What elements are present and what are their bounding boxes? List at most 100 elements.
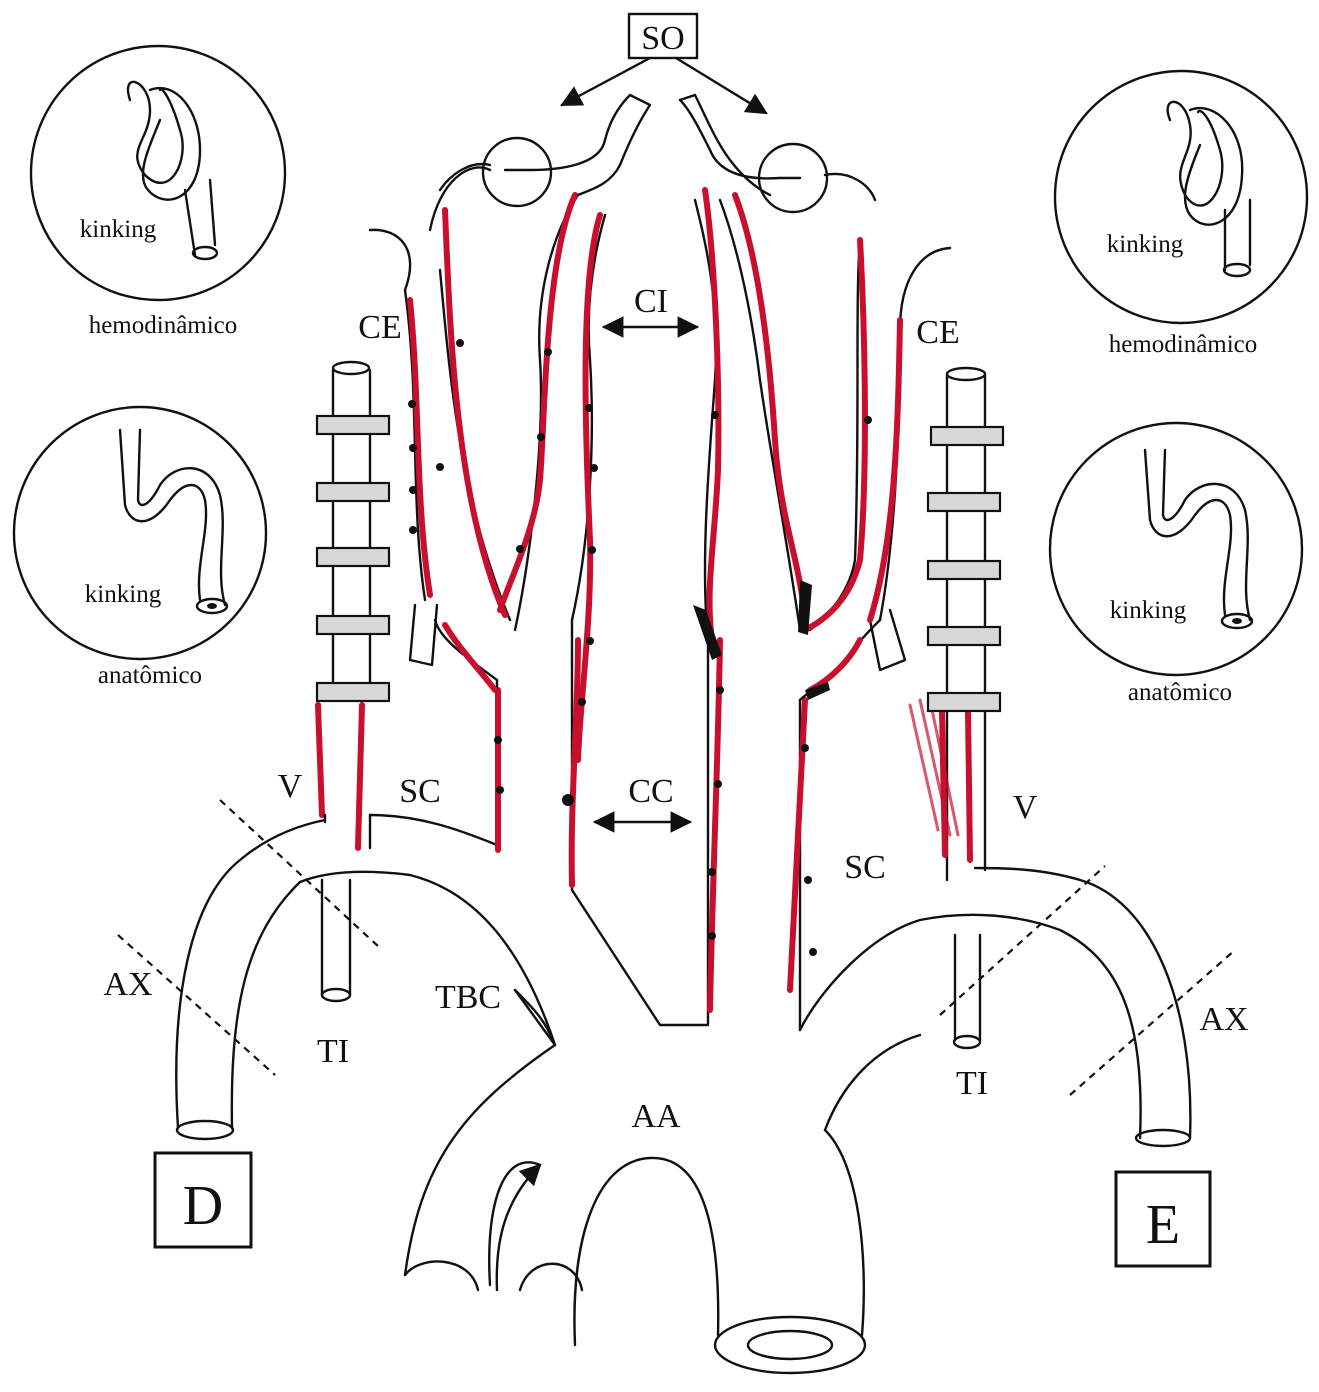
cc-trunk: [572, 640, 708, 1025]
e-carotid-branches: [680, 95, 950, 700]
kinking-hemo-left-tail: [185, 180, 215, 255]
cc-e-red-1: [710, 640, 720, 1010]
inset-top-left: kinking hemodinâmico: [31, 46, 285, 339]
so-arrow-right: [676, 58, 766, 113]
d-band-5: [317, 683, 389, 701]
d-vertebral-top: [333, 362, 369, 374]
ci-label: CI: [634, 283, 668, 320]
e-eca-inner: [810, 240, 860, 630]
inset-bl-caption: anatômico: [98, 662, 202, 689]
d-carotid-branches: [370, 95, 650, 760]
e-red-smudge: [910, 700, 958, 835]
d-axillary-inner: [232, 882, 300, 1128]
arch-outer-right-upper: [825, 1035, 920, 1130]
inset-bl-inner: kinking: [85, 581, 162, 608]
d-siphon-inner: [505, 95, 630, 170]
e-band-5: [928, 693, 1000, 711]
d-red-5: [445, 625, 495, 690]
e-ica-outer: [720, 200, 800, 630]
arch-outer-left: [405, 990, 555, 1275]
d-eca-hook: [370, 230, 410, 290]
ce-right-label: CE: [916, 314, 959, 351]
d-siphon-circle: [483, 138, 551, 206]
d-stump: [410, 605, 437, 665]
descending-aorta-lumen: [748, 1331, 832, 1359]
inset-bottom-left: kinking anatômico: [14, 407, 266, 689]
side-d-box: D: [155, 1153, 251, 1247]
tbc-label: TBC: [435, 979, 501, 1016]
coronary-right: [520, 1264, 582, 1290]
kinking-hemo-right-tail: [1225, 200, 1250, 270]
arch-inner: [574, 1158, 718, 1345]
d-red-2: [445, 210, 505, 615]
d-sc-inner: [300, 872, 555, 1045]
plaque-dots: [408, 339, 872, 956]
side-e-label: E: [1146, 1194, 1180, 1256]
d-band-4: [317, 616, 389, 634]
so-box-group: SO: [562, 14, 766, 113]
e-red-2: [805, 240, 865, 630]
d-band-2: [317, 483, 389, 501]
d-eca-top: [430, 168, 490, 231]
right-subclavian-group: [118, 362, 555, 1139]
e-band-2: [928, 493, 1000, 511]
d-band-3: [317, 548, 389, 566]
arch-tbc-junction: [515, 990, 555, 1045]
e-ti-vessel: [955, 935, 980, 1040]
d-red-3: [500, 195, 575, 610]
side-e-box: E: [1116, 1172, 1210, 1266]
e-stump: [870, 610, 905, 670]
ti-right-label: TI: [956, 1065, 988, 1102]
ce-left-label: CE: [358, 309, 401, 346]
d-vertebral-red: [318, 705, 362, 848]
inset-top-right: kinking hemodinâmico: [1055, 71, 1307, 358]
inset-tl-caption: hemodinâmico: [89, 312, 238, 339]
aortic-arch: [405, 990, 920, 1373]
e-axillary-outer: [975, 868, 1190, 1138]
sc-left-label: SC: [399, 773, 441, 810]
inset-bottom-right: kinking anatômico: [1050, 423, 1302, 706]
ax-right-label: AX: [1199, 1001, 1248, 1038]
v-left-label: V: [278, 768, 303, 805]
coronary-left: [405, 1261, 478, 1290]
e-band-4: [928, 627, 1000, 645]
d-sc-outer: [370, 690, 497, 845]
e-axillary-end: [1136, 1130, 1190, 1146]
side-d-label: D: [183, 1175, 223, 1237]
e-ophthalmic: [680, 95, 770, 195]
cc-label: CC: [628, 773, 673, 810]
so-label: SO: [641, 20, 684, 57]
sc-right-label: SC: [844, 849, 886, 886]
descending-aorta-end: [715, 1317, 865, 1373]
e-axillary-inner: [800, 915, 1141, 1138]
d-ti-end: [322, 989, 350, 1001]
d-vertebral-root: [325, 815, 370, 848]
ti-left-label: TI: [317, 1033, 349, 1070]
d-axillary-end: [177, 1121, 233, 1139]
aa-label: AA: [631, 1098, 681, 1135]
inset-br-caption: anatômico: [1128, 679, 1232, 706]
d-band-1: [317, 416, 389, 434]
e-band-3: [928, 561, 1000, 579]
e-dash-upper: [940, 866, 1105, 1015]
inset-tr-caption: hemodinâmico: [1109, 331, 1258, 358]
e-siphon-right: [825, 174, 875, 200]
e-red-1: [870, 320, 900, 620]
e-vertebral-top: [947, 368, 985, 380]
kinking-anat-right-shape: [1145, 450, 1250, 620]
e-ti-end: [954, 1036, 980, 1048]
kinking-anat-left-shape: [120, 430, 225, 605]
d-ophthalmic: [578, 95, 650, 195]
kinking-hemo-right-shape: [1168, 102, 1243, 225]
e-red-5: [810, 640, 860, 690]
e-siphon-inner: [680, 100, 800, 178]
e-red-3: [735, 195, 805, 620]
cc-e-outer-red: [790, 700, 805, 990]
v-right-label: V: [1013, 789, 1038, 826]
kinking-hemo-left-shape: [128, 82, 200, 200]
d-axillary-outer: [176, 820, 325, 1128]
d-red-4: [578, 215, 600, 760]
arch-outer-right: [825, 1130, 864, 1335]
